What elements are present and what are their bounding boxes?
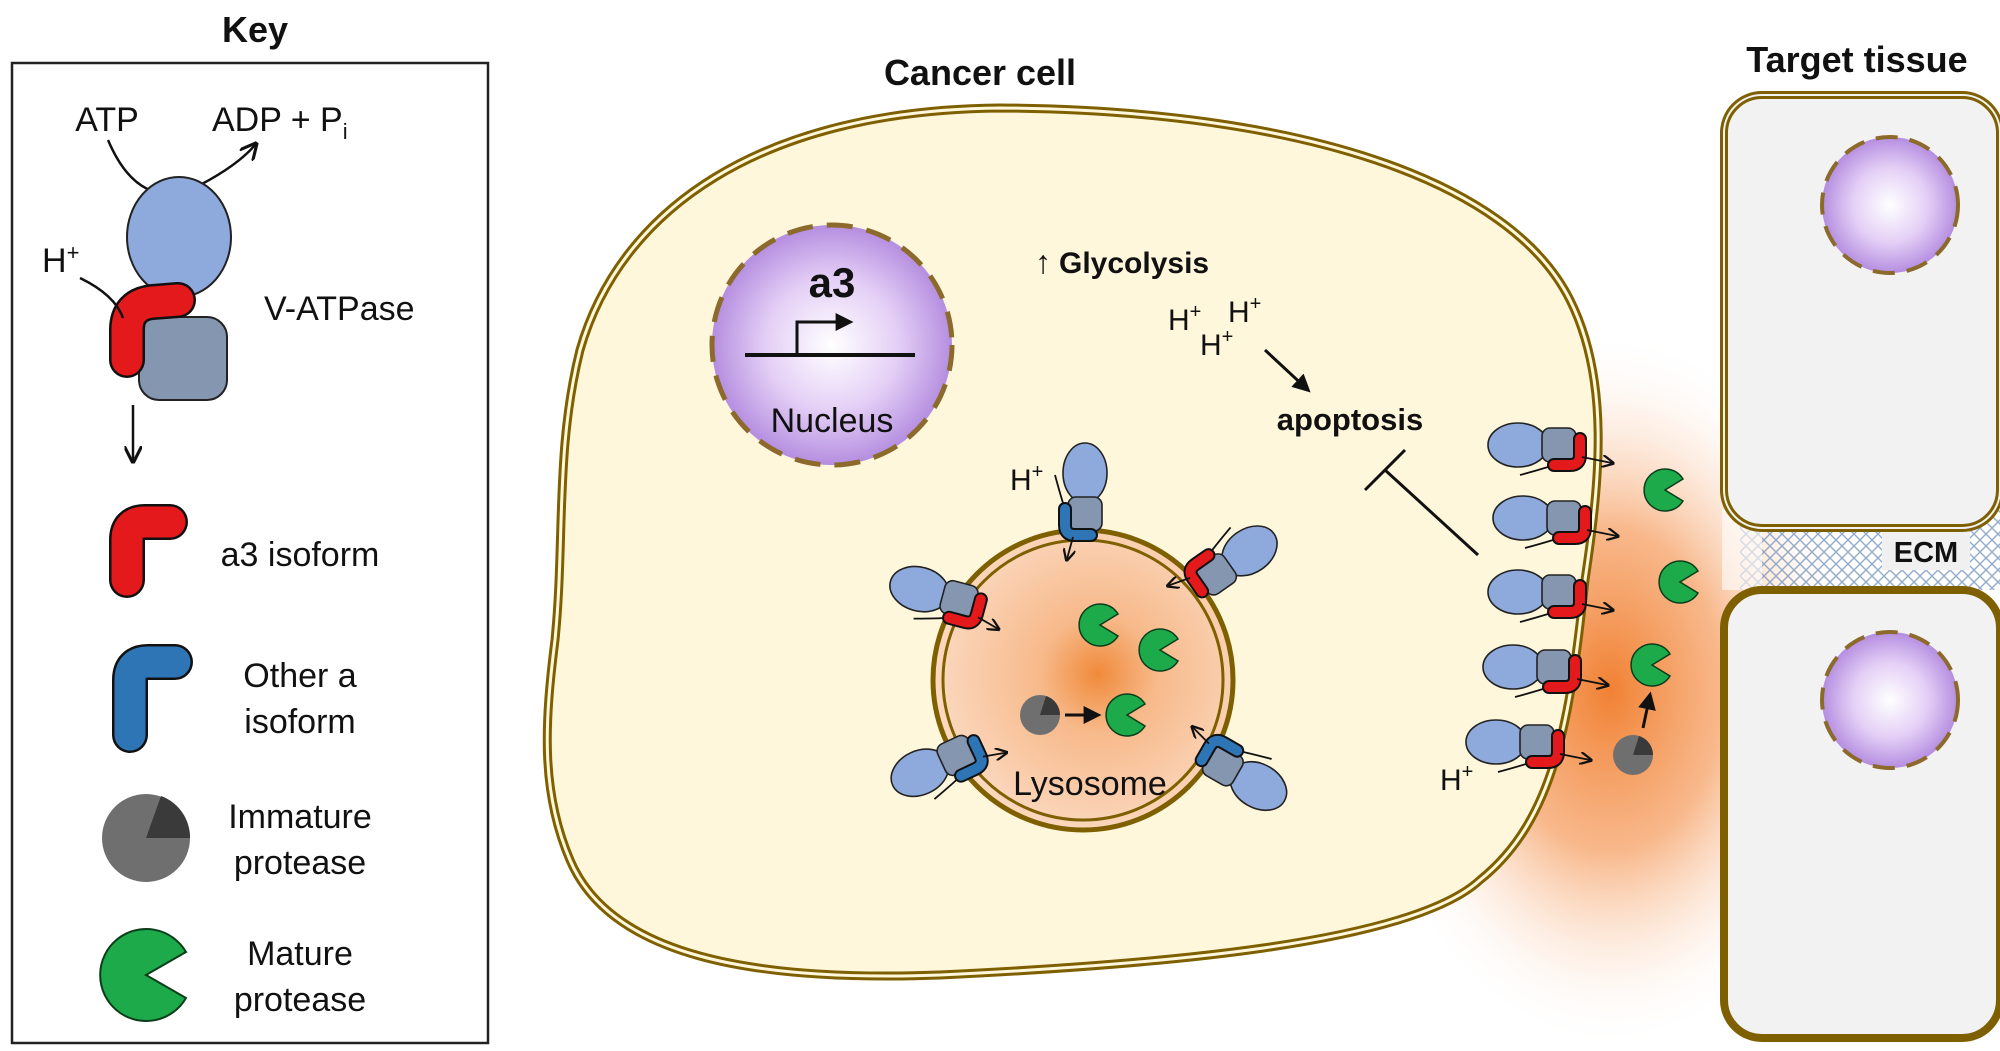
membrane-pump-5 <box>1465 719 1590 773</box>
extracellular-mature-protease-2 <box>1658 560 1700 604</box>
apoptosis-inhibition-line <box>1383 468 1480 557</box>
proton-to-apoptosis-arrow <box>1263 348 1311 393</box>
lysosome-pump-right <box>1162 525 1278 599</box>
immature-protease-icon <box>102 794 191 882</box>
lysosome-pump-bottom-right <box>1173 717 1288 812</box>
lysosome-mature-protease-3 <box>1105 693 1147 737</box>
nucleus-label: Nucleus <box>771 402 894 440</box>
membrane-pump-2 <box>1492 495 1617 549</box>
key-panel: Key ATP ADP + Pi H+ V-ATPase a3 isoform … <box>10 9 490 1045</box>
other-a-label-line2: isoform <box>244 703 355 741</box>
key-h-plus: H+ <box>42 240 79 280</box>
other-a-label-line1: Other a <box>243 657 356 695</box>
mature-label-line1: Mature <box>247 935 353 973</box>
svg-text:H+: H+ <box>1228 293 1261 329</box>
lysosome-proton: H+ <box>1010 461 1043 497</box>
extracellular-mature-protease-1 <box>1643 468 1685 512</box>
cytosolic-protons: H+ H+ H+ <box>1168 293 1261 362</box>
target-cell-top <box>1720 91 2000 532</box>
immature-label-line2: protease <box>234 844 366 882</box>
v-atpase-label: V-ATPase <box>264 290 415 328</box>
glycolysis-label: ↑Glycolysis <box>1035 244 1209 280</box>
key-vatpase-icon <box>109 176 232 401</box>
lysosome-immature-protease <box>1020 695 1060 735</box>
cancer-cell-title: Cancer cell <box>884 52 1076 93</box>
ecm-label: ECM <box>1894 537 1958 569</box>
membrane-pump-3 <box>1487 569 1612 623</box>
a3-gene-label: a3 <box>809 259 856 306</box>
immature-label-line1: Immature <box>228 798 372 836</box>
target-tissue-title: Target tissue <box>1746 39 1967 80</box>
mature-protease-icon <box>99 928 188 1022</box>
lysosome-mature-protease-2 <box>1138 628 1180 672</box>
svg-text:H+: H+ <box>1168 301 1201 337</box>
a3-isoform-label: a3 isoform <box>221 536 380 574</box>
inhibition-bar <box>1363 448 1407 492</box>
extracellular-immature-protease <box>1613 735 1653 775</box>
extracellular-mature-protease-3 <box>1630 643 1672 687</box>
key-box <box>10 61 490 1045</box>
lysosome-mature-protease-1 <box>1078 603 1120 647</box>
target-cell-bottom <box>1720 586 2000 1042</box>
proton-in-line <box>79 276 125 319</box>
maturation-arrow-extracellular <box>1638 691 1656 729</box>
apoptosis-label: apoptosis <box>1277 402 1423 437</box>
lysosome-pump-bottom-left <box>890 734 1010 800</box>
adp-label: ADP + Pi <box>212 101 348 144</box>
atp-label: ATP <box>75 101 139 139</box>
key-title: Key <box>222 9 288 50</box>
svg-text:H+: H+ <box>1200 326 1233 362</box>
lysosome-label: Lysosome <box>1013 765 1167 803</box>
lysosome-pump-top <box>1054 442 1108 559</box>
mature-label-line2: protease <box>234 981 366 1019</box>
transcription-start-arrow <box>795 313 854 355</box>
membrane-pump-4 <box>1482 644 1607 698</box>
nucleus <box>709 222 955 468</box>
membrane-pump-1 <box>1487 422 1612 476</box>
lysosome-pump-left <box>889 565 1009 640</box>
membrane-proton: H+ <box>1440 761 1473 797</box>
